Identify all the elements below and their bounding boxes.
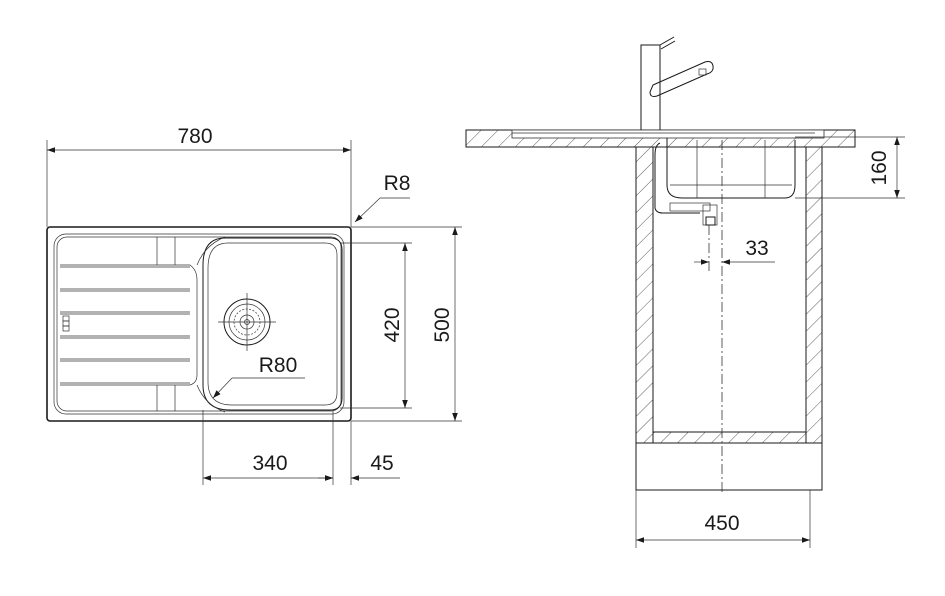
side-view: 160 33 450 xyxy=(465,36,905,548)
dim-bowl-radius: R80 xyxy=(259,354,298,377)
sink-rim xyxy=(53,233,345,415)
cabinet-plinth xyxy=(635,442,823,491)
dim-drain-offset: 33 xyxy=(745,237,768,260)
side-bowl xyxy=(666,138,796,199)
dim-bowl-width: 340 xyxy=(252,452,287,475)
cabinet-right-wall xyxy=(805,146,823,444)
bowl-outline xyxy=(202,237,343,411)
cabinet-base xyxy=(652,431,807,444)
dim-rim: 45 xyxy=(370,452,393,475)
drain-strainer xyxy=(218,293,276,351)
dim-bowl-height: 160 xyxy=(868,150,891,185)
dim-corner-radius: R8 xyxy=(384,172,411,195)
sink-outline xyxy=(46,226,352,422)
dim-cabinet-width: 450 xyxy=(704,512,739,535)
plan-view: 780 R8 R80 420 500 340 45 xyxy=(46,125,462,485)
dim-bowl-depth: 420 xyxy=(381,307,404,342)
dim-width-780: 780 xyxy=(177,125,212,148)
dim-depth: 500 xyxy=(431,307,454,342)
drainer-ribs xyxy=(60,237,198,411)
cabinet-left-wall xyxy=(635,146,654,444)
faucet xyxy=(640,36,714,134)
